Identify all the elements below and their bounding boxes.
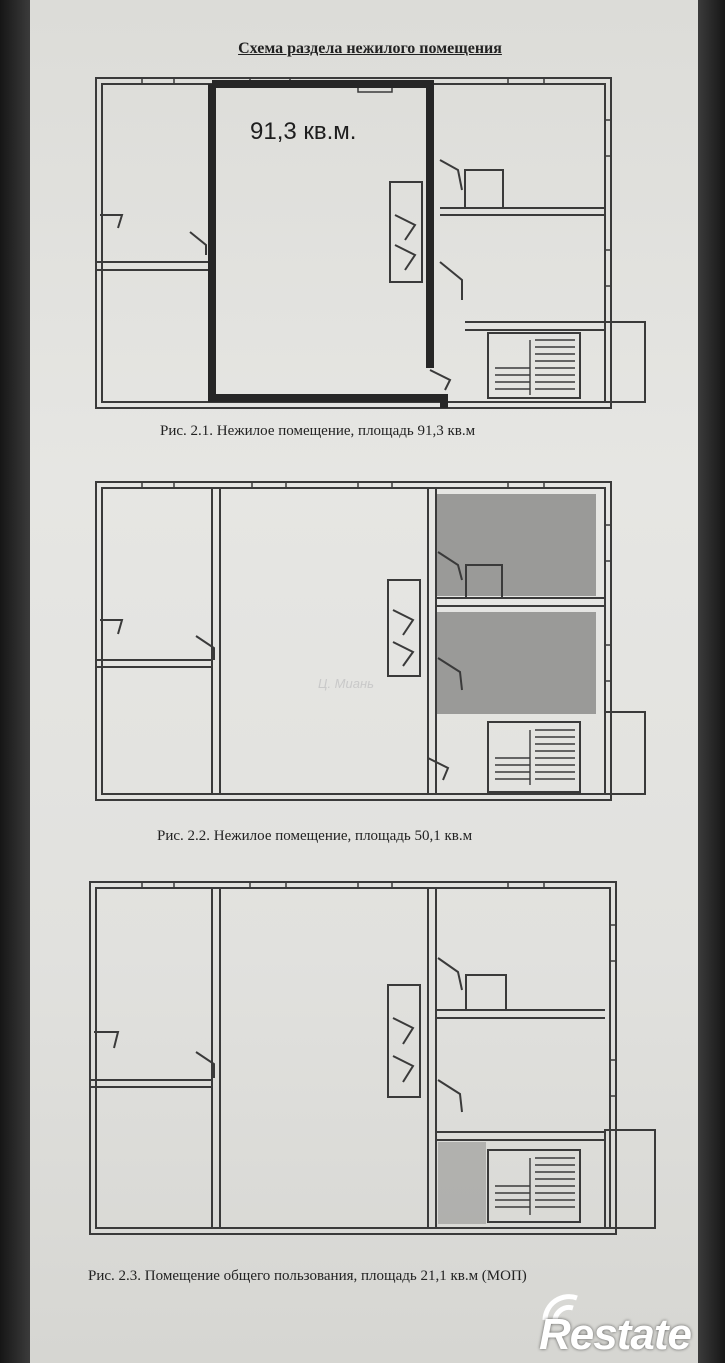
watermark: Ц. Миань [318, 676, 374, 691]
plan1-stairwell [487, 332, 581, 399]
logo-text: Restate [539, 1310, 692, 1359]
plan3-shaded-common-area [438, 1142, 486, 1224]
plan2-outer-wall [95, 481, 612, 801]
area-label: 91,3 кв.м. [250, 118, 357, 145]
plan1-highlight-outline [208, 80, 448, 408]
plan1-outer-wall [95, 77, 612, 409]
plan3-outer-wall [89, 881, 617, 1235]
figure-caption-1: Рис. 2.1. Нежилое помещение, площадь 91,… [160, 423, 476, 439]
figure-caption-3: Рис. 2.3. Помещение общего пользования, … [88, 1268, 527, 1284]
plan2-shaded-room-lower [436, 612, 596, 714]
photo-edge-right [698, 0, 725, 1363]
plan3-stairwell [487, 1149, 581, 1223]
document-title: Схема раздела нежилого помещения [238, 40, 502, 57]
figure-caption-2: Рис. 2.2. Нежилое помещение, площадь 50,… [157, 828, 473, 844]
plan2-stairwell [487, 721, 581, 793]
signal-arc-icon [542, 1294, 578, 1323]
restate-logo: Restate [515, 1290, 725, 1363]
photo-edge-left [0, 0, 30, 1363]
